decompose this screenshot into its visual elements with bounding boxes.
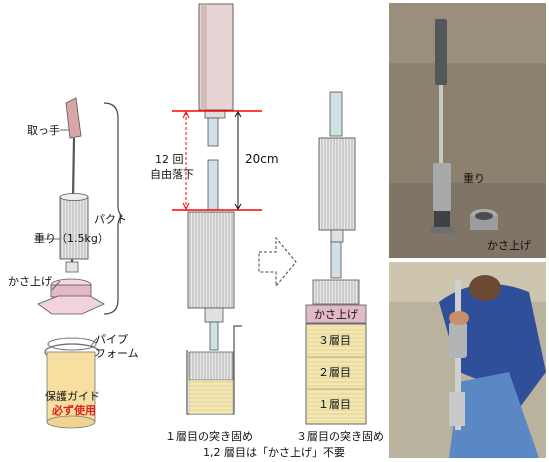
label-layer3: ３層目 <box>318 334 351 347</box>
middle-first-layer-illustration <box>172 3 262 415</box>
photo-worker-drawing <box>389 262 546 458</box>
handle-shape <box>65 97 82 139</box>
pakuto-bracket <box>103 102 123 315</box>
photo-worker-compacting <box>389 262 546 458</box>
label-handle: 取っ手 <box>27 124 60 137</box>
label-weight: 重り（1.5kg） <box>34 232 109 245</box>
label-guide-line2: 必ず使用 <box>52 404 96 417</box>
label-pipe-line2: フォーム <box>95 347 139 360</box>
label-kasaage-left: かさ上げ <box>8 275 52 288</box>
label-kasaage-right: かさ上げ <box>314 308 358 321</box>
right-third-layer-illustration <box>305 91 367 425</box>
label-drops-line1: 12 回 <box>155 153 184 166</box>
label-height: 20cm <box>245 152 279 166</box>
label-layer2: ２層目 <box>318 366 351 379</box>
photo-tool-on-ground: 重り かさ上げ <box>389 3 546 258</box>
bottom-note: 1,2 層目は「かさ上げ」不要 <box>203 446 345 459</box>
photo-kasaage-label: かさ上げ <box>487 239 531 252</box>
label-drops-line2: 自由落下 <box>150 168 194 181</box>
label-pakuto: パクト <box>94 213 127 226</box>
weight-cylinder <box>59 196 89 260</box>
label-layer1: １層目 <box>318 398 351 411</box>
kasaage-collar <box>305 304 367 324</box>
label-pipe-line1: パイプ <box>95 333 128 346</box>
process-arrow <box>258 236 297 288</box>
label-guide-line1: 保護ガイド <box>45 390 100 403</box>
photo-weight-label: 重り <box>463 172 485 185</box>
soil-layer1 <box>188 379 234 415</box>
left-rammer-illustration <box>34 97 123 429</box>
caption-first-layer: １層目の突き固め <box>165 430 253 443</box>
photo-tool-drawing <box>389 3 546 258</box>
weight-at-rest <box>187 211 235 309</box>
protective-guide <box>46 351 96 423</box>
caption-third-layer: ３層目の突き固め <box>296 430 384 443</box>
kasaage-ring <box>50 284 92 298</box>
